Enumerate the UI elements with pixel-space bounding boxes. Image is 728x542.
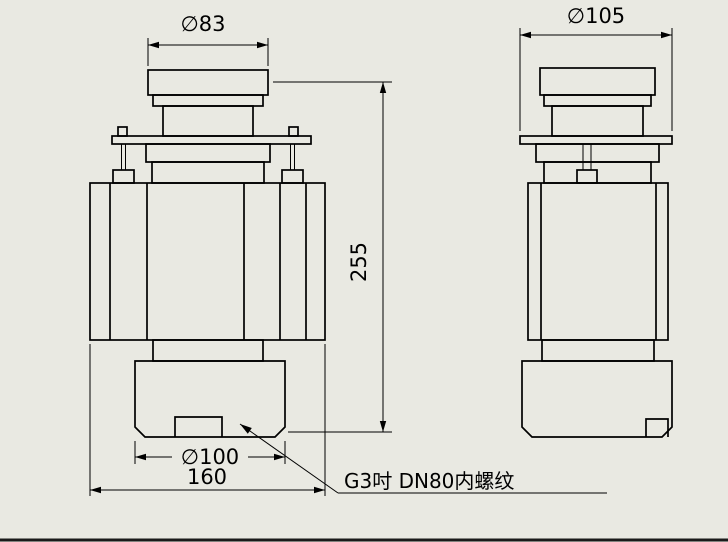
side-base [521, 360, 673, 438]
front-cap [147, 69, 269, 96]
side-cap [539, 67, 656, 96]
arrowhead [379, 421, 387, 432]
side-lower-neck [541, 339, 655, 362]
front-lower-neck [152, 339, 264, 362]
front-flange-block-lower [151, 161, 265, 184]
arrowhead [257, 41, 268, 49]
arrowhead [135, 453, 146, 461]
arrowhead [520, 31, 531, 39]
side-body [527, 182, 669, 341]
side-flange [519, 135, 673, 145]
arrowhead [314, 486, 325, 494]
side-cap-band [543, 94, 652, 107]
front-base [134, 360, 286, 438]
arrowhead [90, 486, 101, 494]
thread-note-leader: G3吋 DN80内螺纹 [239, 423, 607, 494]
front-bolt-left-nut [112, 169, 135, 184]
dim-base-diameter-label: ∅100 [181, 445, 239, 469]
dim-cap-diameter-label: ∅83 [180, 12, 225, 36]
dimension-overall-height: 255 [273, 81, 392, 433]
front-flange [111, 135, 312, 145]
front-bolt-left-pin [117, 126, 128, 137]
dimension-flange-diameter: ∅105 [519, 4, 673, 131]
leader-line [239, 423, 339, 494]
front-thread-notch [174, 416, 223, 437]
front-cap-band [152, 94, 264, 107]
front-upper-neck [162, 105, 254, 137]
arrowhead [148, 41, 159, 49]
side-base-step [645, 418, 669, 437]
arrowhead [379, 82, 387, 93]
side-view [519, 67, 673, 438]
dimension-base-diameter: ∅100 [134, 441, 286, 469]
side-flange-block-upper [535, 143, 660, 163]
thread-note-label: G3吋 DN80内螺纹 [344, 469, 514, 493]
side-upper-neck [551, 105, 644, 137]
dim-overall-width-label: 160 [187, 465, 227, 489]
dim-flange-diameter-label: ∅105 [567, 4, 625, 28]
dim-overall-height-label: 255 [347, 242, 371, 282]
dimension-cap-diameter: ∅83 [147, 12, 269, 66]
side-bolt-nut [576, 169, 598, 184]
front-flange-block-upper [145, 143, 271, 163]
arrowhead [240, 424, 252, 434]
front-bolt-right-nut [281, 169, 304, 184]
arrowhead [661, 31, 672, 39]
dimension-overall-width: 160 [89, 344, 326, 496]
arrowhead [274, 453, 285, 461]
front-view [89, 69, 326, 438]
front-bolt-right-pin [288, 126, 299, 137]
front-body [89, 182, 326, 341]
